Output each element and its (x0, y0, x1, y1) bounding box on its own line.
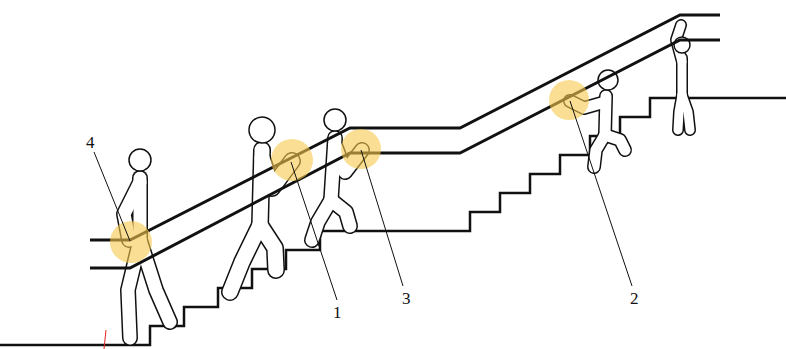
grip-highlight (110, 221, 152, 263)
head (129, 149, 151, 171)
head (324, 109, 346, 131)
leader-lines (94, 101, 632, 349)
handrails (90, 15, 720, 268)
people-figures (124, 25, 690, 338)
body-part (331, 200, 350, 226)
red-mark (104, 330, 106, 349)
body-part (260, 225, 276, 270)
upper-handrail (90, 15, 720, 240)
body-part (230, 225, 260, 292)
leader-line (94, 152, 130, 241)
callout-number: 2 (630, 290, 639, 307)
body-part (605, 135, 625, 150)
grip-highlights (110, 80, 589, 263)
grip-highlight (549, 80, 589, 120)
lower-handrail (90, 40, 720, 268)
body-part (230, 225, 260, 292)
leader-line (570, 101, 632, 286)
stair-profile (0, 98, 786, 345)
head (249, 117, 275, 143)
stair-steps (0, 98, 786, 345)
body-part (260, 225, 276, 270)
body-part (605, 135, 625, 150)
callout-number: 1 (333, 304, 342, 321)
leader-line (361, 150, 403, 286)
leader-line (291, 162, 337, 300)
callout-number: 3 (402, 290, 411, 307)
body-part (331, 200, 350, 226)
grip-highlight (271, 139, 313, 181)
callout-number: 4 (86, 134, 95, 151)
body-part (682, 95, 690, 130)
grip-highlight (341, 129, 381, 169)
